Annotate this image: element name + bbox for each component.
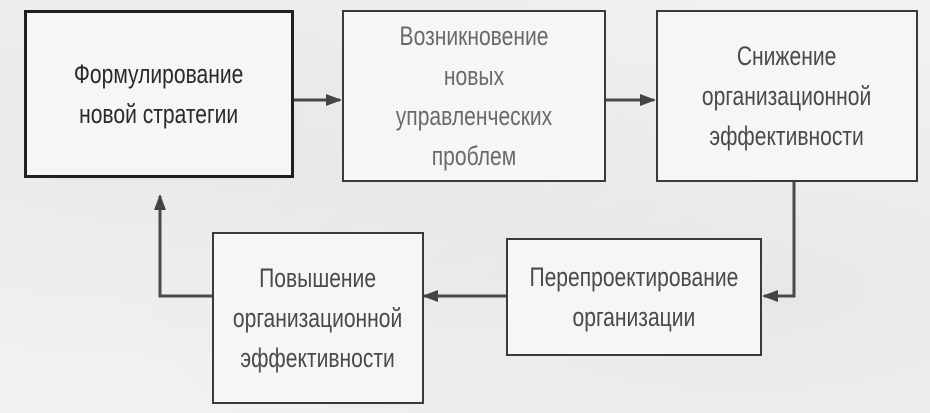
box-organization-redesign-label: Перепроектирование организации [529, 262, 739, 332]
box-efficiency-decrease-label: Снижение организационной эффективности [702, 41, 872, 151]
box-new-problems: Возникновение новых управленческих пробл… [342, 10, 606, 182]
box-new-problems-label: Возникновение новых управленческих пробл… [395, 21, 553, 171]
box-efficiency-increase: Повышение организационной эффективности [212, 232, 424, 404]
box-new-strategy-label: Формулирование новой стратегии [74, 59, 244, 129]
arrow-decrease-to-redesign [762, 182, 796, 302]
box-organization-redesign: Перепроектирование организации [506, 238, 762, 356]
box-efficiency-increase-label: Повышение организационной эффективности [233, 263, 403, 373]
box-efficiency-decrease: Снижение организационной эффективности [656, 10, 918, 182]
box-new-strategy: Формулирование новой стратегии [24, 10, 294, 178]
arrow-increase-to-strategy [154, 194, 212, 298]
